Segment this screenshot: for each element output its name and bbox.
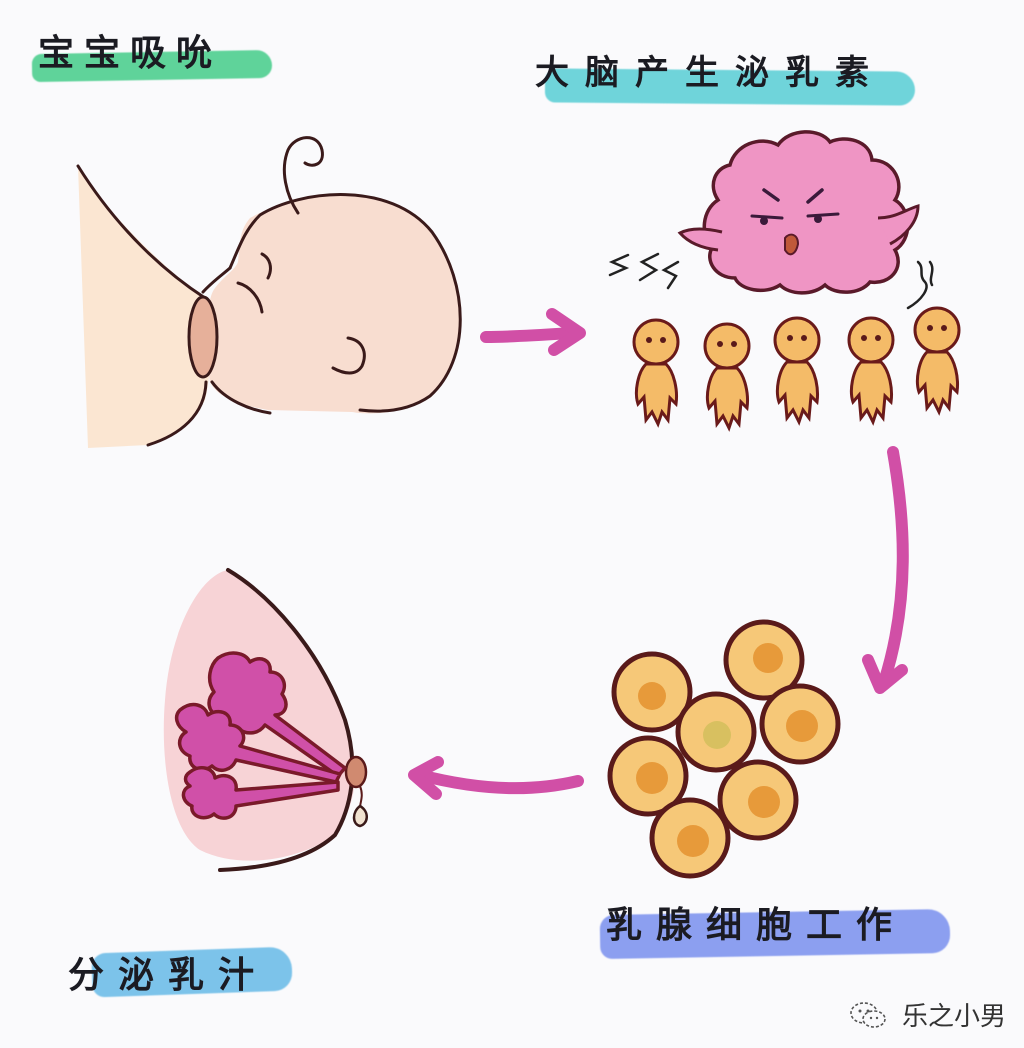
gland-cell <box>759 683 841 765</box>
watermark: 乐之小男 <box>848 996 1006 1033</box>
hormone-figure <box>847 316 895 426</box>
watermark-text: 乐之小男 <box>902 1002 1007 1032</box>
gland-cell <box>723 619 805 701</box>
gland-cell <box>607 735 689 817</box>
wechat-icon <box>850 1001 886 1028</box>
breast-milk-ducts-illustration <box>163 568 368 872</box>
mammary-cells-illustration <box>607 619 841 879</box>
brain-prolactin-illustration <box>608 130 961 432</box>
arrow-brain-to-cells <box>862 446 909 694</box>
baby-breastfeeding-illustration <box>76 136 462 448</box>
gland-cell <box>649 797 731 879</box>
step-label-mammary-cells: 乳腺细胞工作 <box>606 905 907 946</box>
step-label-brain-prolactin: 大脑产生泌乳素 <box>535 53 885 93</box>
step-label-milk-secretion: 分泌乳汁 <box>68 955 269 996</box>
hormone-figure <box>773 316 821 426</box>
arrow-cells-to-milk <box>408 756 584 800</box>
hormone-figure <box>913 306 961 416</box>
gland-cell <box>611 651 693 733</box>
arrow-suck-to-brain <box>480 308 586 356</box>
hormone-figure <box>632 318 680 428</box>
gland-cell <box>675 691 757 773</box>
gland-cell <box>717 759 799 841</box>
hormone-figure <box>703 322 751 432</box>
step-label-baby-sucking: 宝宝吸吮 <box>38 33 223 74</box>
